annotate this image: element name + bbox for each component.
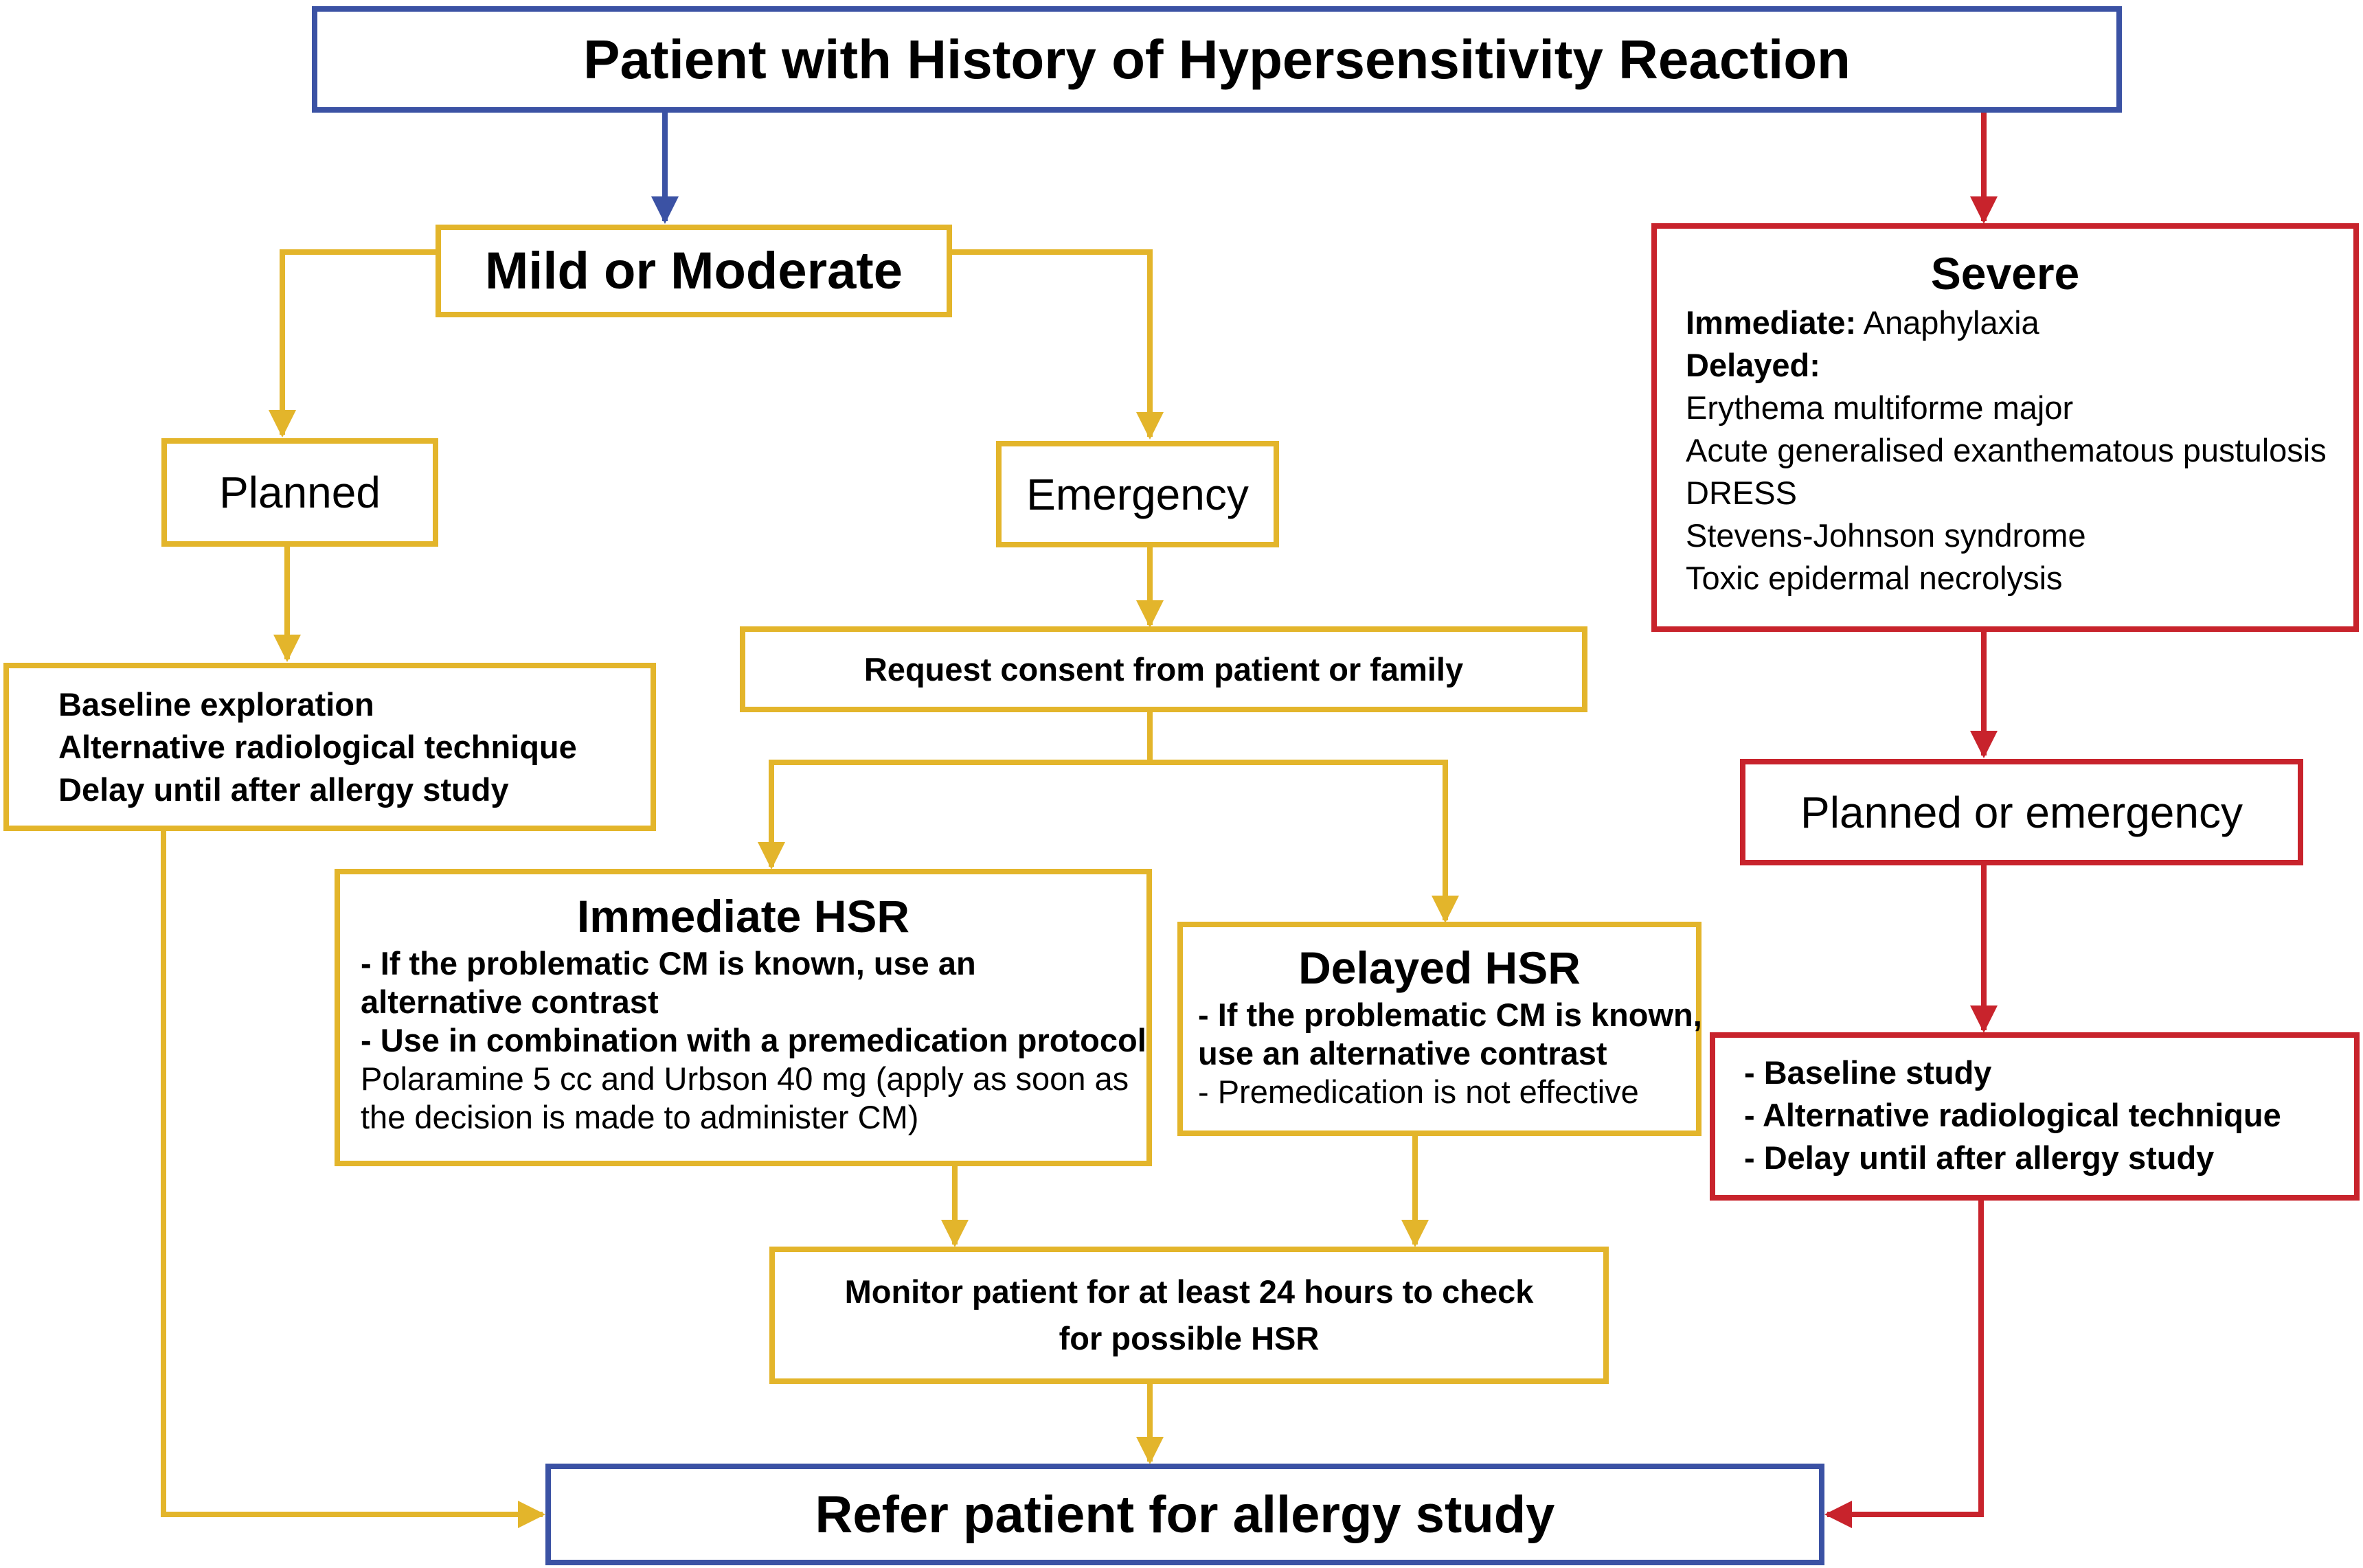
immediate-note-b: the decision is made to administer CM)	[361, 1099, 919, 1135]
arrow-consent-to-delayed	[1150, 760, 1459, 923]
consent-box: Request consent from patient or family	[740, 626, 1587, 712]
severe-delayed-item: Stevens-Johnson syndrome	[1686, 517, 2086, 554]
severe-action-item: - Delay until after allergy study	[1744, 1139, 2215, 1176]
arrow-mild-to-emergency	[948, 249, 1164, 440]
severe-action-item: - Alternative radiological technique	[1744, 1097, 2281, 1133]
monitor-box: Monitor patient for at least 24 hours to…	[769, 1247, 1609, 1384]
mild-moderate-box: Mild or Moderate	[436, 225, 952, 317]
delayed-bullet-1a: - If the problematic CM is known,	[1198, 997, 1702, 1033]
immediate-hsr-title: Immediate HSR	[576, 891, 910, 942]
arrow-mild-to-planned	[269, 249, 441, 438]
emergency-label: Emergency	[1026, 469, 1249, 519]
severe-immediate-label: Immediate:	[1686, 304, 1857, 341]
refer-text: Refer patient for allergy study	[815, 1485, 1555, 1544]
planned-action-item: Delay until after allergy study	[58, 771, 509, 808]
immediate-note-a: Polaramine 5 cc and Urbson 40 mg (apply …	[361, 1060, 1129, 1097]
immediate-bullet-1a: - If the problematic CM is known, use an	[361, 945, 976, 981]
emergency-box: Emergency	[996, 441, 1279, 547]
severe-delayed-label: Delayed:	[1686, 347, 1820, 383]
delayed-bullet-1b: use an alternative contrast	[1198, 1035, 1607, 1071]
delayed-bullet-2: - Premedication is not effective	[1198, 1073, 1639, 1110]
planned-or-emergency-box: Planned or emergency	[1740, 759, 2303, 865]
severe-title: Severe	[1930, 248, 2080, 299]
monitor-text-a: Monitor patient for at least 24 hours to…	[844, 1273, 1534, 1310]
arrow-planned-actions-to-refer	[161, 829, 545, 1528]
refer-box: Refer patient for allergy study	[545, 1464, 1824, 1565]
immediate-bullet-1b: alternative contrast	[361, 984, 659, 1020]
severe-delayed-item: Erythema multiforme major	[1686, 389, 2074, 426]
arrow-severe-actions-to-refer	[1824, 1198, 1984, 1528]
monitor-text-b: for possible HSR	[1059, 1320, 1320, 1356]
planned-or-emergency-label: Planned or emergency	[1800, 787, 2243, 837]
planned-action-item: Alternative radiological technique	[58, 729, 577, 765]
severe-action-item: - Baseline study	[1744, 1054, 1992, 1091]
title-text: Patient with History of Hypersensitivity…	[583, 28, 1851, 90]
delayed-hsr-box: Delayed HSR - If the problematic CM is k…	[1177, 922, 1702, 1136]
delayed-hsr-title: Delayed HSR	[1298, 942, 1581, 993]
planned-box: Planned	[161, 438, 438, 547]
planned-actions-box: Baseline exploration Alternative radiolo…	[3, 663, 656, 831]
severe-delayed-item: Toxic epidermal necrolysis	[1686, 560, 2063, 596]
immediate-bullet-2: - Use in combination with a premedicatio…	[361, 1022, 1146, 1058]
immediate-hsr-box: Immediate HSR - If the problematic CM is…	[335, 869, 1152, 1166]
planned-action-item: Baseline exploration	[58, 686, 374, 723]
consent-text: Request consent from patient or family	[863, 650, 1464, 688]
severe-actions-box: - Baseline study - Alternative radiologi…	[1710, 1032, 2360, 1201]
severe-immediate-row: Immediate: Anaphylaxia	[1686, 302, 2353, 344]
arrow-consent-to-immediate	[758, 709, 1153, 870]
severe-box: Severe Immediate: Anaphylaxia Delayed: E…	[1651, 223, 2359, 632]
severe-immediate-value: Anaphylaxia	[1863, 304, 2039, 341]
severe-delayed-item: Acute generalised exanthematous pustulos…	[1686, 432, 2327, 468]
mild-moderate-label: Mild or Moderate	[484, 242, 903, 300]
planned-label: Planned	[219, 468, 381, 517]
title-box: Patient with History of Hypersensitivity…	[312, 6, 2122, 113]
severe-delayed-item: DRESS	[1686, 475, 1797, 511]
